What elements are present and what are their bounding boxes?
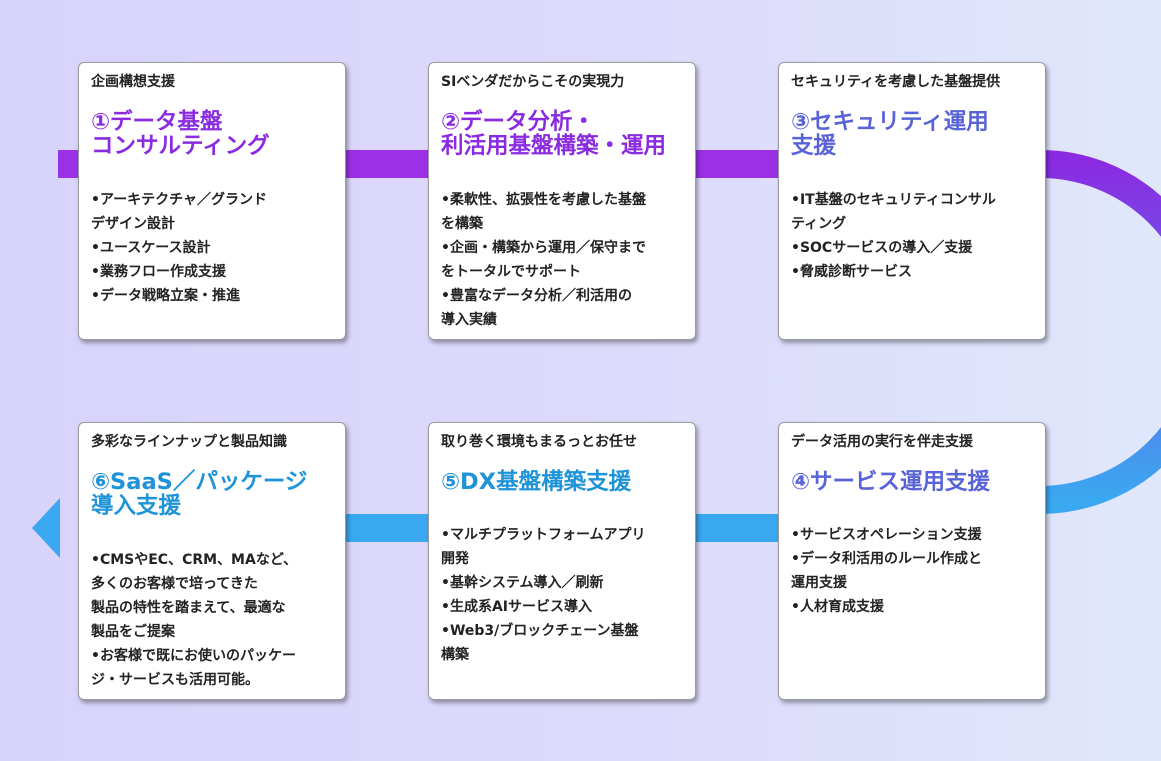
connector-arc (1039, 150, 1161, 514)
list-item: •マルチプラットフォームアプリ 開発 (441, 527, 646, 567)
list-item: •柔軟性、拡張性を考慮した基盤 を構築 (441, 192, 646, 232)
card-title: ④サービス運用支援 (791, 469, 991, 495)
list-item: •企画・構築から運用／保守まで をトータルでサポート (441, 240, 646, 280)
list-item: •データ利活用のルール作成と 運用支援 (791, 551, 982, 591)
card-title: ①データ基盤 コンサルティング (91, 109, 270, 159)
card-data-analytics-platform: SIベンダだからこその実現力 ②データ分析・ 利活用基盤構築・運用 •柔軟性、拡… (428, 62, 696, 340)
card-subtitle: 企画構想支援 (91, 74, 175, 90)
card-subtitle: セキュリティを考慮した基盤提供 (791, 74, 1001, 90)
list-item: •CMSやEC、CRM、MAなど、 多くのお客様で培ってきた 製品の特性を踏まえ… (91, 552, 298, 640)
list-item: •業務フロー作成支援 (91, 264, 226, 280)
card-item-list: •サービスオペレーション支援 •データ利活用のルール作成と 運用支援 •人材育成… (791, 523, 1037, 619)
list-item: •ユースケース設計 (91, 240, 211, 256)
list-item: •アーキテクチャ／グランド デザイン設計 (91, 192, 267, 232)
arrow-head-left (32, 498, 60, 558)
card-service-operations: データ活用の実行を伴走支援 ④サービス運用支援 •サービスオペレーション支援 •… (778, 422, 1046, 700)
card-data-platform-consulting: 企画構想支援 ①データ基盤 コンサルティング •アーキテクチャ／グランド デザイ… (78, 62, 346, 340)
list-item: •人材育成支援 (791, 599, 884, 615)
list-item: •生成系AIサービス導入 (441, 599, 592, 615)
card-dx-platform: 取り巻く環境もまるっとお任せ ⑤DX基盤構築支援 •マルチプラットフォームアプリ… (428, 422, 696, 700)
list-item: •Web3/ブロックチェーン基盤 構築 (441, 623, 639, 663)
list-item: •サービスオペレーション支援 (791, 527, 982, 543)
list-item: •脅威診断サービス (791, 264, 912, 280)
card-item-list: •IT基盤のセキュリティコンサル ティング •SOCサービスの導入／支援 •脅威… (791, 188, 1037, 284)
card-item-list: •柔軟性、拡張性を考慮した基盤 を構築 •企画・構築から運用／保守まで をトータ… (441, 188, 687, 332)
card-item-list: •アーキテクチャ／グランド デザイン設計 •ユースケース設計 •業務フロー作成支… (91, 188, 337, 308)
card-saas-package: 多彩なラインナップと製品知識 ⑥SaaS／パッケージ 導入支援 •CMSやEC、… (78, 422, 346, 700)
card-security-operations: セキュリティを考慮した基盤提供 ③セキュリティ運用 支援 •IT基盤のセキュリテ… (778, 62, 1046, 340)
card-item-list: •CMSやEC、CRM、MAなど、 多くのお客様で培ってきた 製品の特性を踏まえ… (91, 548, 337, 692)
card-subtitle: データ活用の実行を伴走支援 (791, 434, 973, 450)
card-subtitle: 取り巻く環境もまるっとお任せ (441, 434, 637, 450)
card-title: ③セキュリティ運用 支援 (791, 109, 989, 159)
card-subtitle: SIベンダだからこその実現力 (441, 74, 625, 90)
card-title: ②データ分析・ 利活用基盤構築・運用 (441, 109, 667, 159)
list-item: •データ戦略立案・推進 (91, 288, 240, 304)
card-subtitle: 多彩なラインナップと製品知識 (91, 434, 287, 450)
list-item: •IT基盤のセキュリティコンサル ティング (791, 192, 996, 232)
list-item: •基幹システム導入／刷新 (441, 575, 604, 591)
list-item: •豊富なデータ分析／利活用の 導入実績 (441, 288, 632, 328)
card-item-list: •マルチプラットフォームアプリ 開発 •基幹システム導入／刷新 •生成系AIサー… (441, 523, 687, 667)
list-item: •SOCサービスの導入／支援 (791, 240, 973, 256)
list-item: •お客様で既にお使いのパッケー ジ・サービスも活用可能。 (91, 648, 296, 688)
card-title: ⑤DX基盤構築支援 (441, 469, 632, 495)
card-title: ⑥SaaS／パッケージ 導入支援 (91, 469, 308, 519)
